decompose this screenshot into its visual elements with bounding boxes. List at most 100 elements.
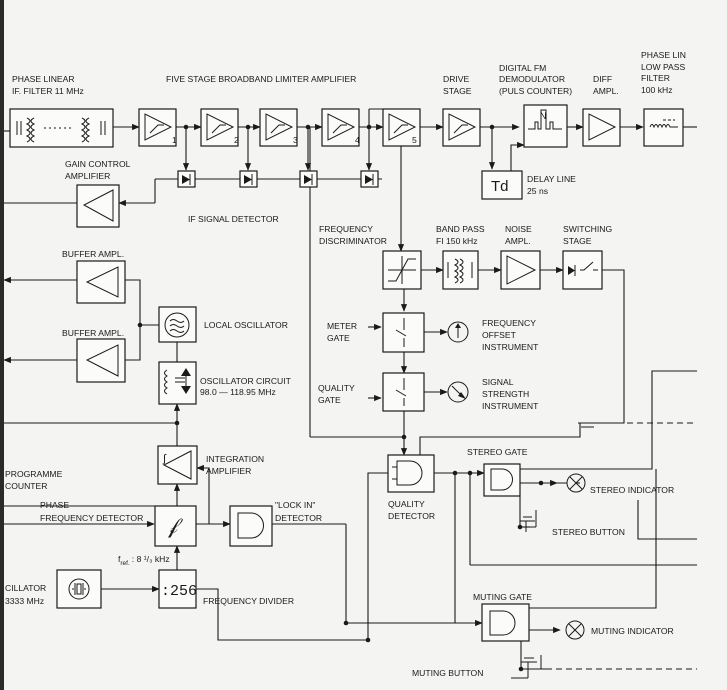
label-five-stage: FIVE STAGE BROADBAND LIMITER AMPLIFIER xyxy=(166,74,356,84)
label-signal-strength-2: STRENGTH xyxy=(482,389,529,399)
label-fref: fref.: 8 ¹/₃ kHz xyxy=(118,554,170,567)
lock-in-detector-gate xyxy=(229,505,273,547)
stage-number-2: 2 xyxy=(234,135,239,145)
label-programme-1: PROGRAMME xyxy=(5,469,63,479)
label-if-signal-detector: IF SIGNAL DETECTOR xyxy=(188,214,279,224)
label-freq-offset-1: FREQUENCY xyxy=(482,318,536,328)
signal-strength-instrument-icon xyxy=(447,381,469,403)
label-diff-1: DIFF xyxy=(593,74,612,84)
label-band-pass-1: BAND PASS xyxy=(436,224,485,234)
label-switching-2: STAGE xyxy=(563,236,592,246)
label-quality-gate-2: GATE xyxy=(318,395,341,405)
stage-number-4: 4 xyxy=(355,135,360,145)
label-phase-linear-1: PHASE LINEAR xyxy=(12,74,75,84)
label-stereo-indicator: STEREO INDICATOR xyxy=(590,485,674,495)
phase-frequency-detector-block: 𝒻 xyxy=(154,505,197,547)
switching-stage-contact xyxy=(578,422,597,428)
noise-amplifier-block xyxy=(500,250,541,290)
label-delay-2: 25 ns xyxy=(527,186,548,196)
label-muting-gate: MUTING GATE xyxy=(473,592,532,602)
band-pass-filter-block xyxy=(442,250,479,290)
label-stereo-gate: STEREO GATE xyxy=(467,447,528,457)
label-quality-detector-1: QUALITY xyxy=(388,499,425,509)
label-freq-divider: FREQUENCY DIVIDER xyxy=(203,596,294,606)
label-quality-detector-2: DETECTOR xyxy=(388,511,435,521)
label-osc-circuit-1: OSCILLATOR CIRCUIT xyxy=(200,376,292,386)
quality-gate-block xyxy=(382,372,425,412)
label-crystal-1: CILLATOR xyxy=(5,583,46,593)
frequency-offset-instrument-icon xyxy=(447,321,469,343)
label-drive-1: DRIVE xyxy=(443,74,470,84)
stereo-button-switch xyxy=(520,510,537,532)
limiter-stage-3: 3 xyxy=(259,108,298,147)
diff-amplifier-block xyxy=(582,108,621,147)
label-phase-linear-2: IF. FILTER 11 MHz xyxy=(12,86,84,96)
junction-dots xyxy=(137,124,544,672)
stereo-gate-block xyxy=(483,463,521,497)
label-quality-gate-1: QUALITY xyxy=(318,383,355,393)
delay-td-symbol: Td xyxy=(491,178,509,195)
digital-fm-demodulator-block: N xyxy=(523,104,568,148)
label-lp-3: FILTER xyxy=(641,73,670,83)
label-lp-2: LOW PASS xyxy=(641,62,686,72)
integral-symbol: ∫ xyxy=(162,453,167,465)
label-muting-button: MUTING BUTTON xyxy=(412,668,483,678)
label-noise-2: AMPL. xyxy=(505,236,531,246)
label-buffer-1: BUFFER AMPL. xyxy=(62,249,124,259)
label-muting-indicator: MUTING INDICATOR xyxy=(591,626,674,636)
fref-sub: ref. xyxy=(120,560,130,567)
label-stereo-button: STEREO BUTTON xyxy=(552,527,625,537)
demod-n-symbol: N xyxy=(540,111,547,121)
label-switching-1: SWITCHING xyxy=(563,224,612,234)
oscillator-circuit-block xyxy=(158,361,197,405)
label-phase-fd-2: FREQUENCY DETECTOR xyxy=(40,513,143,523)
label-drive-2: STAGE xyxy=(443,86,472,96)
label-freq-offset-2: OFFSET xyxy=(482,330,517,340)
label-digital-fm-1: DIGITAL FM xyxy=(499,63,546,73)
label-gain-control-1: GAIN CONTROL xyxy=(65,159,131,169)
label-lp-1: PHASE LIN xyxy=(641,50,686,60)
delay-line-block: Td xyxy=(481,170,523,200)
limiter-stage-4: 4 xyxy=(321,108,360,147)
label-delay-1: DELAY LINE xyxy=(527,174,576,184)
stage-number-3: 3 xyxy=(293,135,298,145)
if-signal-detector-diodes xyxy=(177,170,379,188)
label-freq-offset-3: INSTRUMENT xyxy=(482,342,539,352)
label-crystal-2: 3333 MHz xyxy=(5,596,44,606)
low-pass-filter-block xyxy=(643,108,684,147)
text-labels: PHASE LINEAR IF. FILTER 11 MHz FIVE STAG… xyxy=(5,50,686,678)
frequency-discriminator-block xyxy=(382,250,422,290)
label-phase-fd-1: PHASE xyxy=(40,500,69,510)
muting-button-switch xyxy=(511,655,546,679)
limiter-stage-2: 2 xyxy=(200,108,239,147)
label-lock-in-1: "LOCK IN" xyxy=(275,500,316,510)
label-digital-fm-2: DEMODULATOR xyxy=(499,74,565,84)
limiter-stage-1: 1 xyxy=(138,108,177,147)
label-lp-4: 100 kHz xyxy=(641,85,673,95)
switching-stage-block xyxy=(562,250,603,290)
label-gain-control-2: AMPLIFIER xyxy=(65,171,110,181)
label-integration-1: INTEGRATION xyxy=(206,454,264,464)
label-meter-gate-2: GATE xyxy=(327,333,350,343)
label-diff-2: AMPL. xyxy=(593,86,619,96)
gain-control-amplifier-block xyxy=(76,184,120,228)
stage-number-1: 1 xyxy=(172,135,177,145)
buffer-amplifier-2-block xyxy=(76,338,126,383)
label-lock-in-2: DETECTOR xyxy=(275,513,322,523)
fref-val: : 8 ¹/₃ kHz xyxy=(132,554,170,564)
local-oscillator-block xyxy=(158,306,197,343)
label-integration-2: AMPLIFIER xyxy=(206,466,251,476)
label-freq-disc-2: DISCRIMINATOR xyxy=(319,236,387,246)
crystal-oscillator-block xyxy=(56,569,102,609)
label-noise-1: NOISE xyxy=(505,224,532,234)
meter-gate-block xyxy=(382,312,425,353)
label-signal-strength-1: SIGNAL xyxy=(482,377,514,387)
label-meter-gate-1: METER xyxy=(327,321,357,331)
label-band-pass-2: FI 150 kHz xyxy=(436,236,478,246)
quality-detector-gate xyxy=(387,454,435,493)
drive-stage-block xyxy=(442,108,481,147)
label-digital-fm-3: (PULS COUNTER) xyxy=(499,86,572,96)
label-buffer-2: BUFFER AMPL. xyxy=(62,328,124,338)
integration-amplifier-block: ∫ xyxy=(157,445,198,485)
